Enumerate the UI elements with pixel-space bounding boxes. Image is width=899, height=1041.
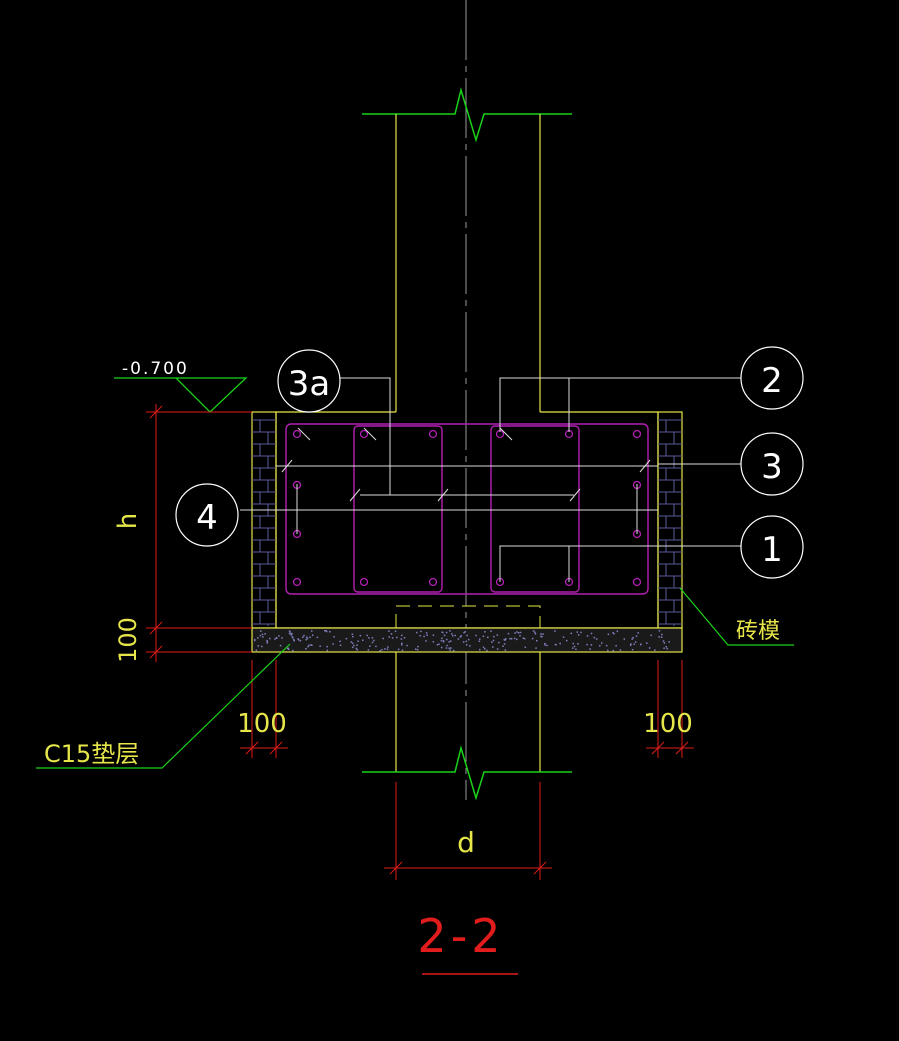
dimension-100-bottom-left (240, 660, 288, 758)
dimension-100-left-label: 100 (237, 709, 287, 739)
rebar-cage (285, 423, 649, 595)
dimension-d (384, 782, 552, 880)
column-dashed-outline (395, 605, 541, 628)
foundation-cap (275, 411, 659, 629)
tie-bars (296, 484, 638, 534)
brick-form-right (657, 411, 683, 629)
elevation-label: -0.700 (122, 359, 189, 379)
dimension-h-label: h (113, 513, 143, 529)
callout-3: 3 (740, 432, 804, 496)
c15-pad (251, 627, 683, 653)
dimension-d-label: d (457, 826, 475, 859)
bar-ticks (281, 427, 651, 502)
callout-4-text: 4 (196, 498, 218, 538)
section-title: 2-2 (417, 909, 504, 963)
rebar-bars (292, 429, 642, 587)
lower-column (362, 605, 572, 801)
brick-form-leader (679, 587, 794, 646)
dimension-100-bottom-right (646, 660, 694, 758)
c15-pad-label: C15垫层 (44, 740, 139, 768)
elevation-mark: -0.700 (114, 359, 248, 413)
inner-stirrup-left (353, 425, 443, 593)
outer-stirrup (285, 423, 649, 595)
callout-3a-text: 3a (288, 364, 330, 404)
inner-stirrup-right (490, 425, 580, 593)
callout-2: 2 (740, 346, 804, 410)
callout-3a: 3a (277, 349, 341, 413)
callout-1-text: 1 (761, 530, 783, 570)
callout-1: 1 (740, 515, 804, 579)
dimension-100-right-label: 100 (643, 709, 693, 739)
upper-column (362, 87, 572, 412)
callout-2-text: 2 (761, 361, 783, 401)
brick-form-label: 砖模 (736, 619, 780, 644)
c15-pad-leader (36, 643, 291, 769)
dimension-100-vertical-label: 100 (114, 617, 142, 663)
upper-break-line (362, 87, 572, 143)
leader-lines (340, 377, 742, 582)
lower-break-line (362, 745, 572, 801)
dimension-h (146, 404, 252, 662)
bar-lines (240, 465, 658, 511)
callout-3-text: 3 (761, 447, 783, 487)
callout-4: 4 (175, 483, 239, 547)
brick-form-left (251, 411, 277, 629)
